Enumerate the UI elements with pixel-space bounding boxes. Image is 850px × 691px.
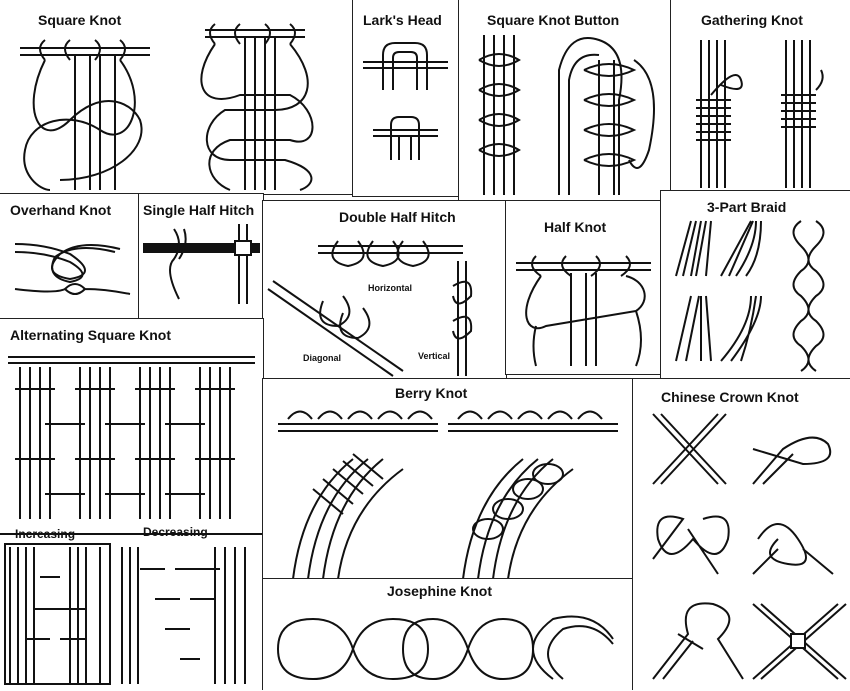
overhand-knot-illustration — [14, 243, 131, 295]
double-half-hitch-illustration — [267, 240, 473, 377]
panel-josephine-knot: Josephine Knot — [262, 578, 634, 690]
panel-title: Chinese Crown Knot — [661, 389, 799, 405]
panel-title: Square Knot — [38, 12, 122, 28]
panel-title: 3-Part Braid — [707, 199, 787, 215]
panel-title: Berry Knot — [395, 385, 468, 401]
half-knot-illustration — [516, 255, 651, 367]
panel-single-half-hitch: Single Half Hitch — [138, 193, 264, 320]
panel-title: Gathering Knot — [701, 12, 803, 28]
panel-half-knot: Half Knot — [505, 200, 662, 375]
josephine-knot-illustration — [277, 615, 614, 681]
panel-square-knot: Square Knot — [0, 0, 354, 195]
panel-alternating-square-knot: Alternating Square Knot Increasing Decre… — [0, 318, 264, 690]
three-part-braid-illustration — [675, 220, 825, 372]
panel-title: Half Knot — [544, 219, 607, 235]
panel-larks-head: Lark's Head — [352, 0, 460, 197]
chinese-crown-knot-illustration — [652, 413, 847, 680]
panel-title: Alternating Square Knot — [10, 327, 172, 343]
panel-gathering-knot: Gathering Knot — [670, 0, 850, 192]
panel-berry-knot: Berry Knot — [262, 378, 634, 580]
alternating-square-knot-illustration — [0, 356, 264, 685]
panel-title: Lark's Head — [363, 12, 442, 28]
label-diagonal: Diagonal — [303, 353, 342, 363]
panel-title: Single Half Hitch — [143, 202, 255, 218]
panel-square-knot-button: Square Knot Button — [458, 0, 672, 202]
label-horizontal: Horizontal — [368, 283, 412, 293]
larks-head-illustration — [363, 42, 448, 160]
single-half-hitch-illustration — [143, 224, 260, 304]
label-decreasing: Decreasing — [143, 525, 208, 539]
panel-overhand-knot: Overhand Knot — [0, 193, 140, 320]
panel-title: Square Knot Button — [487, 12, 620, 28]
panel-double-half-hitch: Double Half Hitch Horizontal Diagonal Ve… — [262, 200, 507, 380]
label-vertical: Vertical — [418, 351, 451, 361]
berry-knot-illustration — [278, 410, 618, 580]
panel-three-part-braid: 3-Part Braid — [660, 190, 850, 380]
panel-chinese-crown-knot: Chinese Crown Knot — [632, 378, 850, 690]
square-knot-illustration — [20, 23, 314, 191]
square-knot-button-illustration — [478, 35, 655, 195]
panel-title: Double Half Hitch — [339, 209, 456, 225]
panel-title: Josephine Knot — [387, 583, 493, 599]
gathering-knot-illustration — [696, 40, 824, 188]
label-increasing: Increasing — [15, 527, 76, 541]
panel-title: Overhand Knot — [10, 202, 112, 218]
